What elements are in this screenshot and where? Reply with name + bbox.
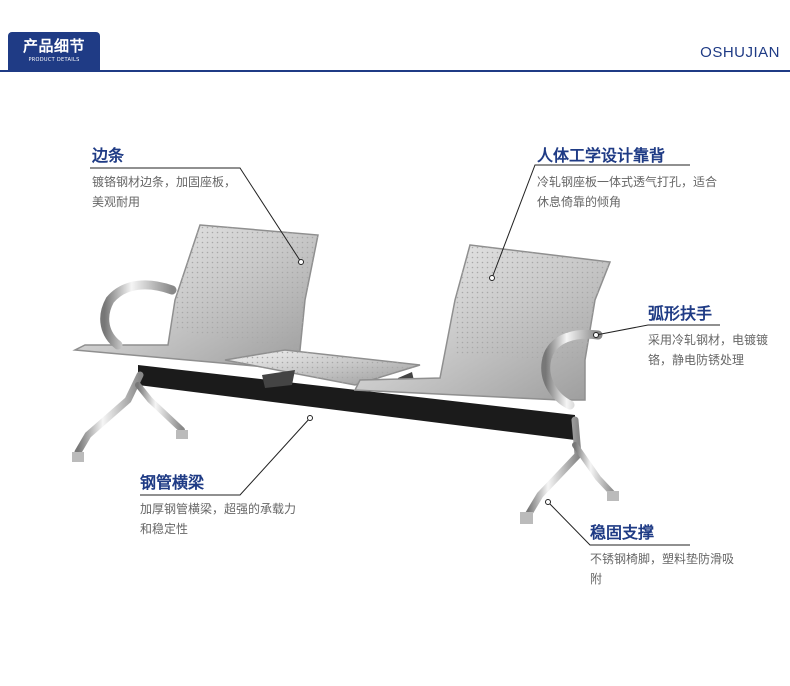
callout-beam-title: 钢管横梁 <box>140 473 205 492</box>
brand-name: OSHUJIAN <box>700 44 780 61</box>
callout-support: 稳固支撑 不锈钢椅脚，塑料垫防滑吸附 <box>590 523 750 589</box>
callout-beam-desc: 加厚钢管横梁，超强的承载力和稳定性 <box>140 502 297 536</box>
callout-armrest: 弧形扶手 采用冷轧钢材，电镀镀铬，静电防锈处理 <box>648 304 778 370</box>
callout-armrest-desc: 采用冷轧钢材，电镀镀铬，静电防锈处理 <box>648 333 769 367</box>
callout-edge-title: 边条 <box>92 146 125 165</box>
right-seat <box>353 244 612 401</box>
callout-edge-desc: 镀铬钢材边条，加固座板，美观耐用 <box>92 175 237 209</box>
section-subtitle: PRODUCT DETAILS <box>28 57 80 63</box>
callout-armrest-title: 弧形扶手 <box>648 304 713 323</box>
section-badge: 产品细节 PRODUCT DETAILS <box>8 32 100 72</box>
left-armrest <box>100 280 177 350</box>
callout-edge: 边条 镀铬钢材边条，加固座板，美观耐用 <box>92 146 252 212</box>
callout-backrest-desc: 冷轧钢座板一体式透气打孔，适合休息倚靠的倾角 <box>537 175 718 209</box>
header-rule <box>0 70 790 72</box>
steel-beam <box>138 365 575 440</box>
right-leg <box>520 416 619 524</box>
right-armrest <box>541 329 603 410</box>
section-title: 产品细节 <box>22 37 85 55</box>
callout-backrest: 人体工学设计靠背 冷轧钢座板一体式透气打孔，适合休息倚靠的倾角 <box>537 146 737 212</box>
callout-beam: 钢管横梁 加厚钢管横梁，超强的承载力和稳定性 <box>140 473 310 539</box>
callout-support-desc: 不锈钢椅脚，塑料垫防滑吸附 <box>590 552 735 586</box>
callout-support-title: 稳固支撑 <box>590 523 655 542</box>
page-header: 产品细节 PRODUCT DETAILS OSHUJIAN <box>0 0 790 75</box>
callout-backrest-title: 人体工学设计靠背 <box>537 146 666 165</box>
